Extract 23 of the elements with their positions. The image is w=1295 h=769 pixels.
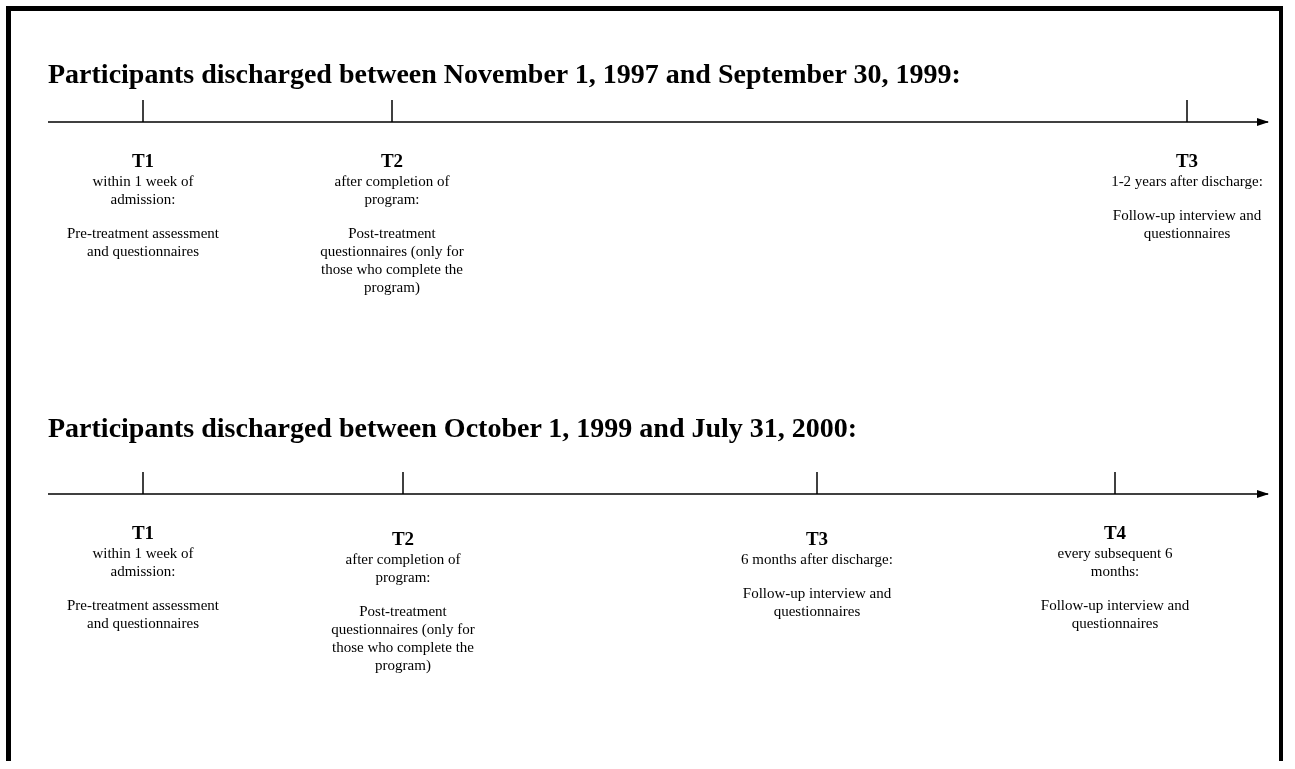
timing-text: after completion of program: (333, 172, 451, 208)
measure-text: Follow-up interview and questionnaires (1039, 596, 1191, 632)
measure-text: Post-treatment questionnaires (only for those who complete the program) (319, 224, 465, 296)
timepoint-label: T3 (804, 530, 830, 548)
measure-text: Follow-up interview and questionnaires (1111, 206, 1263, 242)
timeline-heading: Participants discharged between October 1, 1999 and July 31, 2000: (48, 412, 858, 444)
measure-text: Follow-up interview and questionnaires (741, 584, 893, 620)
timing-text: 6 months after discharge: (740, 550, 894, 568)
timepoint-label: T1 (130, 524, 156, 542)
timepoint-label: T3 (1174, 152, 1200, 170)
timing-text: every subsequent 6 months: (1056, 544, 1174, 580)
timing-text: 1-2 years after discharge: (1110, 172, 1264, 190)
timing-text: within 1 week of admission: (91, 544, 195, 580)
measure-text: Post-treatment questionnaires (only for those who complete the program) (330, 602, 476, 674)
timepoint-label: T4 (1102, 524, 1128, 542)
timeline-heading: Participants discharged between November 1, 1997 and September 30, 1999: (48, 58, 961, 90)
timing-text: after completion of program: (344, 550, 462, 586)
measure-text: Pre-treatment assessment and questionnaires (65, 596, 220, 632)
timepoint-label: T2 (379, 152, 405, 170)
timepoint-label: T2 (390, 530, 416, 548)
timepoint-label: T1 (130, 152, 156, 170)
timing-text: within 1 week of admission: (91, 172, 195, 208)
measure-text: Pre-treatment assessment and questionnaires (65, 224, 220, 260)
